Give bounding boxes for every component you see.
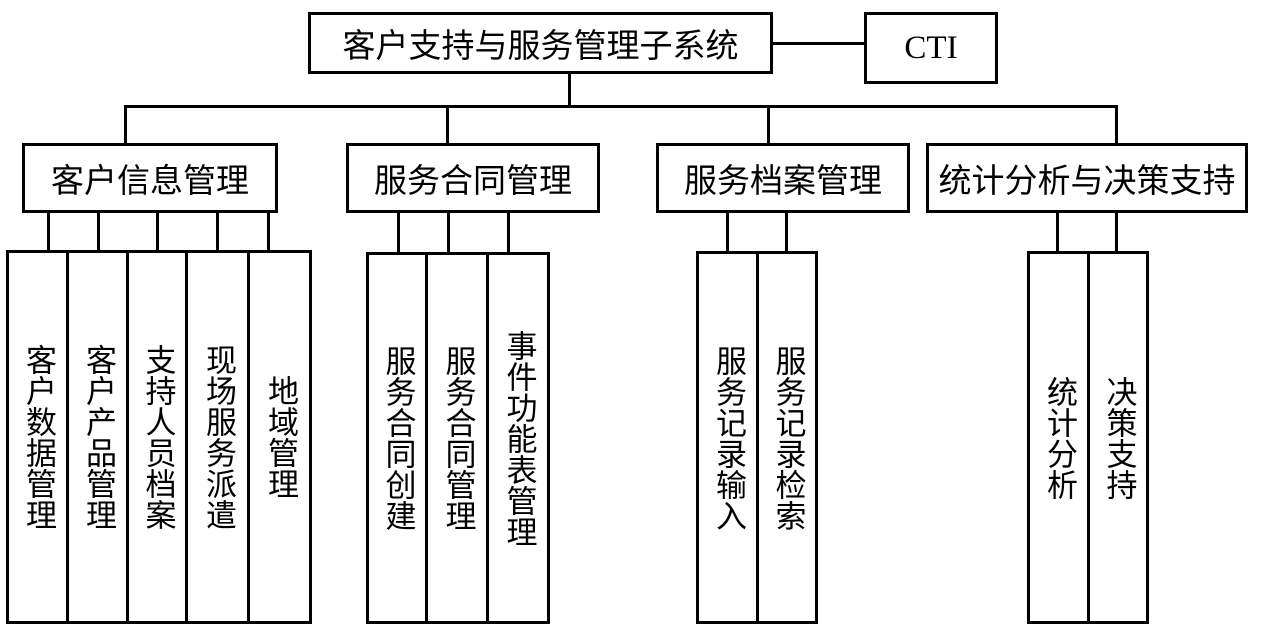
leaf-label: 地域管理 (262, 375, 298, 499)
leaf-label: 事件功能表管理 (500, 329, 537, 547)
leaf-node: 服务合同创建 (366, 252, 428, 624)
module-node-statistics-decision: 统计分析与决策支持 (926, 143, 1248, 213)
leaf-label: 统计分析 (1041, 375, 1077, 500)
module-node-customer-info: 客户信息管理 (22, 143, 278, 213)
module-label: 客户信息管理 (51, 161, 249, 200)
leaf-label: 决策支持 (1100, 375, 1137, 500)
leaf-label: 服务记录检索 (769, 344, 806, 531)
connector-child (1056, 212, 1059, 252)
leaf-node: 客户数据管理 (6, 250, 69, 624)
connector-module-bus (124, 105, 1118, 108)
connector-child (507, 212, 510, 252)
leaf-node: 服务记录检索 (756, 251, 818, 624)
connector-child (216, 212, 219, 252)
leaf-label: 客户数据管理 (20, 344, 56, 530)
leaf-label: 支持人员档案 (139, 344, 176, 530)
root-node: 客户支持与服务管理子系统 (308, 12, 773, 74)
leaf-label: 服务合同创建 (379, 345, 416, 531)
connector-child (97, 212, 100, 252)
connector-module-4 (1115, 105, 1118, 145)
leaf-label: 服务合同管理 (439, 345, 476, 531)
cti-node-label: CTI (904, 29, 958, 66)
connector-root-down (568, 72, 571, 108)
leaf-node: 支持人员档案 (126, 250, 188, 624)
module-node-service-archive: 服务档案管理 (656, 143, 910, 213)
root-node-label: 客户支持与服务管理子系统 (342, 26, 739, 65)
connector-child (47, 212, 50, 252)
connector-module-2 (446, 105, 449, 145)
leaf-node: 事件功能表管理 (486, 252, 550, 624)
cti-node: CTI (864, 12, 998, 84)
connector-child (156, 212, 159, 252)
connector-root-cti (770, 42, 866, 45)
connector-child (1115, 212, 1118, 252)
connector-child (267, 212, 270, 252)
leaf-node: 决策支持 (1087, 251, 1149, 624)
module-node-service-contract: 服务合同管理 (346, 143, 600, 213)
leaf-label: 现场服务派遣 (200, 344, 236, 530)
module-label: 服务档案管理 (684, 161, 882, 200)
leaf-label: 服务记录输入 (710, 344, 746, 531)
leaf-node: 服务合同管理 (425, 252, 489, 624)
leaf-label: 客户产品管理 (80, 344, 116, 530)
connector-module-1 (124, 105, 127, 145)
connector-module-3 (767, 105, 770, 145)
connector-child (726, 212, 729, 252)
leaf-node: 客户产品管理 (66, 250, 129, 624)
module-label: 服务合同管理 (374, 161, 572, 200)
module-label: 统计分析与决策支持 (938, 161, 1236, 200)
connector-child (397, 212, 400, 252)
leaf-node: 地域管理 (247, 250, 312, 624)
leaf-node: 统计分析 (1027, 251, 1090, 624)
leaf-node: 现场服务派遣 (185, 250, 250, 624)
connector-child (785, 212, 788, 252)
connector-child (447, 212, 450, 252)
leaf-node: 服务记录输入 (696, 251, 759, 624)
